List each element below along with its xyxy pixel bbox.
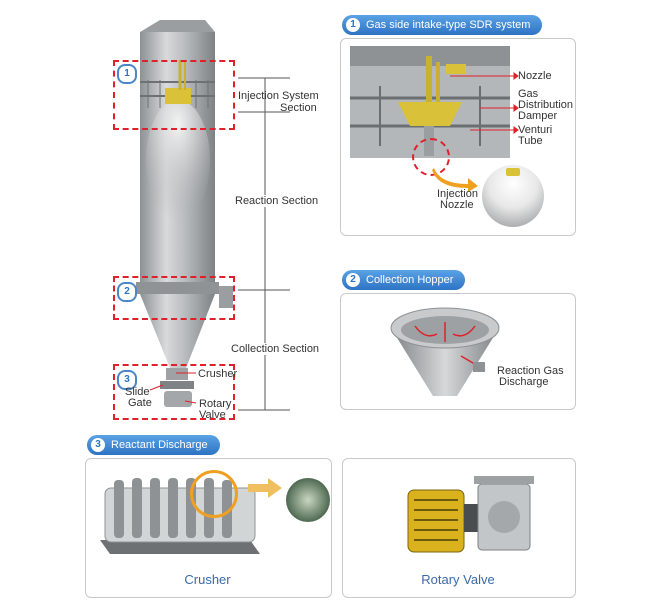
crusher-label: Crusher [198,368,238,380]
panel3-title-pill: 3 Reactant Discharge [87,435,220,455]
dimension-line [238,77,290,411]
panel2-title-pill: 2 Collection Hopper [342,270,466,290]
panel2-title: Collection Hopper [366,274,454,286]
tower-diagram [136,20,290,411]
panel1-injection-image [350,46,510,158]
panel1-gas-label-3: Damper [518,110,558,122]
panel3-title: Reactant Discharge [111,439,208,451]
panel1-title-pill: 1 Gas side intake-type SDR system [342,15,543,35]
panel1-nozzle-spray [506,168,520,176]
badge-3[interactable]: 3 [117,370,137,390]
panel2-reaction-label-2: Discharge [499,376,549,388]
slide-gate-part [160,381,194,389]
panel1-callout-arrow [432,168,478,192]
panel1-title: Gas side intake-type SDR system [366,19,531,31]
panel2-reaction-label-1: Reaction Gas [497,365,564,377]
panel2-number: 2 [346,273,360,287]
hopper-band [136,282,219,294]
rotary-valve-caption: Rotary Valve [421,572,495,587]
rotary-valve-label-1: Rotary [199,398,232,410]
badge-2[interactable]: 2 [117,282,137,302]
panel1-injection-label-1: Injection [437,188,478,200]
panel1-leader-lines [450,72,519,134]
collection-section-label: Collection Section [229,343,322,355]
injection-section-label-2: Section [280,102,317,114]
tower-inner-glow [146,100,210,220]
crusher-zoom-detail [286,478,330,522]
injection-grating [140,60,215,108]
panel1-nozzle-label: Nozzle [518,70,552,82]
panel1-gas-label-2: Distribution [518,99,574,111]
slide-gate-label-2: Gate [128,397,152,409]
panel2-hopper-image [390,307,500,396]
panel1-venturi-label-1: Venturi [518,124,553,136]
panel3-number: 3 [91,438,105,452]
hopper-port [219,286,233,308]
crusher-zoom-arrow [248,478,282,498]
rotary-valve-image [407,476,534,553]
highlight-discharge-box [113,364,235,420]
slide-gate-label-1: Slide [125,386,150,398]
tower-cone [140,294,215,368]
crusher-highlight-circle [190,470,238,518]
rotary-valve-label-2: Valve [199,409,226,421]
panel1-venturi-label-2: Tube [518,135,543,147]
tower-top-cap [140,20,215,32]
panel1-number: 1 [346,18,360,32]
panel1-nozzle-circle [412,138,450,176]
badge-1[interactable]: 1 [117,64,137,84]
crusher-image [100,478,260,554]
reaction-section-label: Reaction Section [233,195,321,207]
crusher-caption: Crusher [184,572,231,587]
highlight-hopper-box [113,276,235,320]
rotary-valve-part [164,391,192,407]
crusher-part [166,368,188,380]
panel1-injection-label-2: Nozzle [440,199,474,211]
panel1-gas-label-1: Gas [518,88,539,100]
highlight-injection-box [113,60,235,130]
injection-section-label-1: Injection System [238,90,319,102]
